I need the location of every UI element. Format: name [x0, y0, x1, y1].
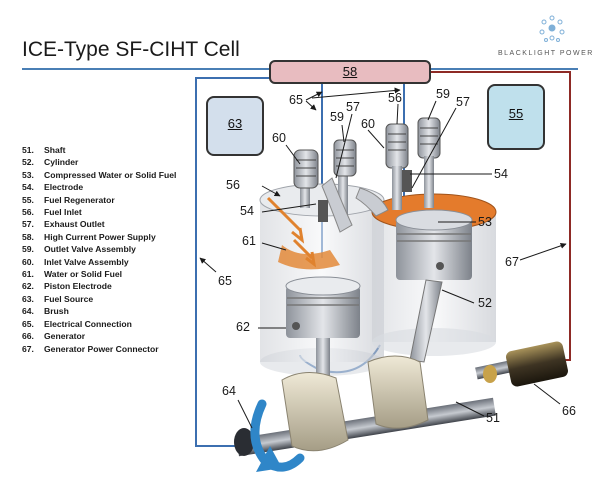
legend-item: 61. Water or Solid Fuel: [22, 268, 176, 280]
legend-item: 57. Exhaust Outlet: [22, 218, 176, 230]
legend-number: 63.: [22, 293, 34, 304]
left-valves: [293, 139, 357, 233]
legend-item: 67. Generator Power Connector: [22, 343, 176, 355]
callout-56: 56: [226, 178, 240, 192]
callout-60: 60: [272, 131, 286, 145]
legend-label: Exhaust Outlet: [44, 219, 105, 230]
legend-item: 63. Fuel Source: [22, 293, 176, 305]
callout-57: 57: [346, 100, 360, 114]
callout-51: 51: [486, 411, 500, 425]
legend-number: 66.: [22, 331, 34, 342]
legend-number: 62.: [22, 281, 34, 292]
callout-62: 62: [236, 320, 250, 334]
legend-number: 67.: [22, 343, 34, 354]
legend-label: Generator Power Connector: [44, 343, 159, 354]
callout-67: 67: [505, 255, 519, 269]
high-current-power-supply-box: 58: [269, 60, 431, 84]
legend-label: Fuel Inlet: [44, 207, 82, 218]
rotation-arrowhead-icon: [256, 446, 282, 472]
legend-label: Compressed Water or Solid Fuel: [44, 169, 177, 180]
callout-59: 59: [436, 87, 450, 101]
legend-item: 65. Electrical Connection: [22, 318, 176, 330]
legend-number: 60.: [22, 256, 34, 267]
leader-lines: [199, 87, 567, 429]
legend-label: Shaft: [44, 145, 66, 155]
right-valves: [355, 117, 441, 217]
callout-61: 61: [242, 234, 256, 248]
callout-54: 54: [240, 204, 254, 218]
legend-number: 51.: [22, 145, 34, 155]
legend-number: 65.: [22, 318, 34, 329]
legend-label: Fuel Source: [44, 293, 94, 304]
legend-label: Inlet Valve Assembly: [44, 256, 129, 267]
callout-57: 57: [456, 95, 470, 109]
legend-number: 58.: [22, 231, 34, 242]
legend-label: Water or Solid Fuel: [44, 269, 122, 280]
legend-label: Electrode: [44, 182, 84, 193]
legend-number: 53.: [22, 169, 34, 180]
fuel-regenerator-box: 55: [487, 84, 545, 150]
generator: [475, 341, 568, 387]
legend-number: 52.: [22, 157, 34, 168]
logo-text: BLACKLIGHT POWER: [498, 50, 594, 57]
legend: 51. Shaft 52. Cylinder 53. Compressed Water…: [22, 144, 176, 355]
callout-60: 60: [361, 117, 375, 131]
legend-label: Cylinder: [44, 157, 79, 168]
fuel-inlet-arrows: [266, 196, 317, 268]
legend-item: 64. Brush: [22, 305, 176, 317]
legend-item: 54. Electrode: [22, 181, 176, 193]
callout-53: 53: [478, 215, 492, 229]
legend-label: Brush: [44, 306, 69, 317]
page-title: ICE-Type SF-CIHT Cell: [22, 38, 240, 61]
callout-52: 52: [478, 296, 492, 310]
callout-65: 65: [289, 93, 303, 107]
legend-label: Electrical Connection: [44, 318, 132, 329]
callout-54: 54: [494, 167, 508, 181]
legend-item: 59. Outlet Valve Assembly: [22, 243, 176, 255]
legend-item: 56. Fuel Inlet: [22, 206, 176, 218]
legend-item: 58. High Current Power Supply: [22, 231, 176, 243]
legend-label: Outlet Valve Assembly: [44, 244, 136, 255]
callout-64: 64: [222, 384, 236, 398]
fuel-source-box: 63: [206, 96, 264, 156]
legend-item: 60. Inlet Valve Assembly: [22, 256, 176, 268]
legend-number: 61.: [22, 269, 34, 280]
legend-number: 57.: [22, 219, 34, 230]
crankshaft: [234, 355, 496, 457]
left-piston: [285, 276, 361, 378]
legend-item: 62. Piston Electrode: [22, 280, 176, 292]
callout-59: 59: [330, 110, 344, 124]
legend-number: 55.: [22, 194, 34, 205]
legend-label: Generator: [44, 331, 86, 342]
electrical-connection-left: [195, 77, 270, 447]
legend-number: 64.: [22, 306, 34, 317]
callout-65: 65: [218, 274, 232, 288]
legend-label: Fuel Regenerator: [44, 194, 115, 205]
right-piston: [395, 209, 473, 363]
callout-56: 56: [388, 91, 402, 105]
callout-66: 66: [562, 404, 576, 418]
legend-item: 52. Cylinder: [22, 156, 176, 168]
legend-label: High Current Power Supply: [44, 231, 156, 242]
legend-number: 54.: [22, 182, 34, 193]
legend-item: 66. Generator: [22, 330, 176, 342]
legend-number: 59.: [22, 244, 34, 255]
blacklight-logo-icon: [539, 15, 565, 42]
legend-number: 56.: [22, 207, 34, 218]
legend-item: 51. Shaft: [22, 144, 176, 156]
legend-item: 55. Fuel Regenerator: [22, 194, 176, 206]
legend-item: 53. Compressed Water or Solid Fuel: [22, 169, 176, 181]
legend-label: Piston Electrode: [44, 281, 112, 292]
